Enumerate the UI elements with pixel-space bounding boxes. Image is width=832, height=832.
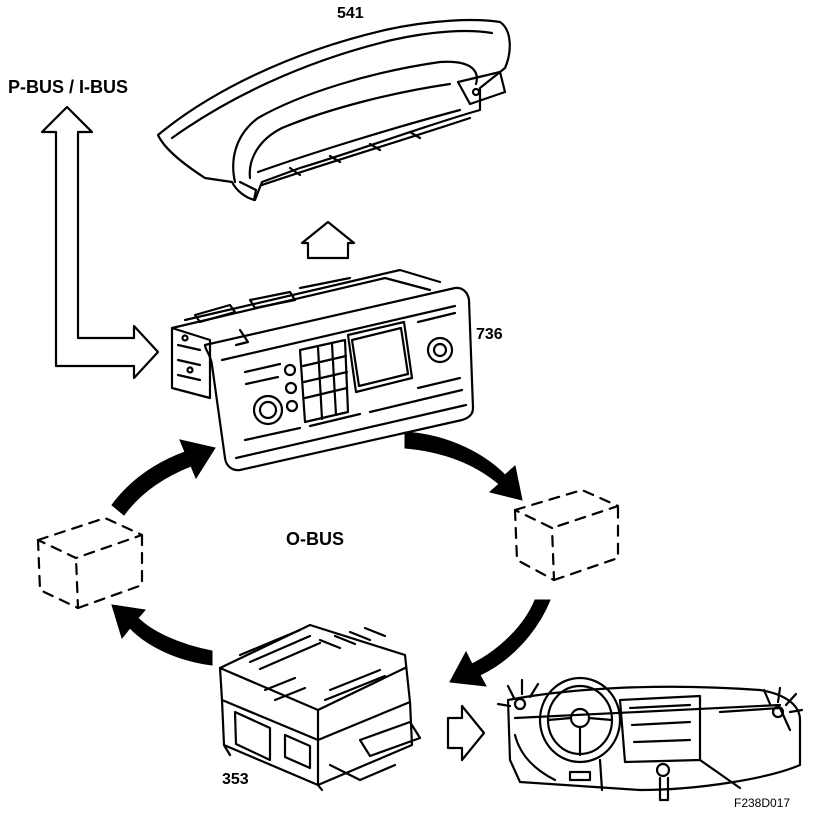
module-cube-left [36, 516, 144, 610]
bus-elbow-arrow [40, 105, 160, 380]
label-display-unit: 541 [337, 5, 364, 22]
arrow-right-to-dashboard [446, 704, 486, 762]
label-p-bus-i-bus: P-BUS / I-BUS [8, 77, 129, 97]
amplifier-353 [218, 623, 422, 792]
label-amplifier: 353 [222, 771, 249, 788]
head-unit-736 [170, 268, 475, 472]
obus-ring-arrows [111, 431, 551, 687]
label-o-bus: O-BUS [286, 529, 344, 549]
label-head-unit: 736 [476, 326, 503, 343]
figure-reference: F238D017 [734, 796, 791, 810]
dashboard-interior [496, 676, 804, 802]
display-unit-541 [156, 19, 511, 202]
arrow-up-to-display [300, 220, 356, 260]
module-cube-right [513, 488, 620, 582]
